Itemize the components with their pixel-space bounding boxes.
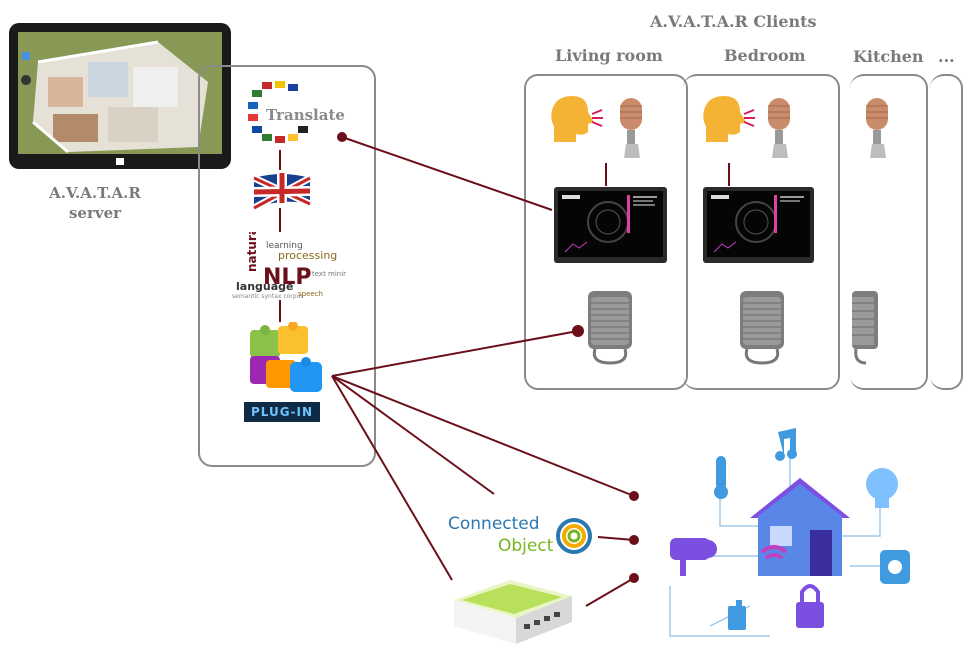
svg-text:language: language [236,280,294,293]
server-pipeline-panel [198,65,376,467]
plugin-label: PLUG-IN [244,402,320,422]
room-label-living-room: Living room [555,46,663,65]
microphone-icon-kitchen [858,94,898,160]
clients-title: A.V.A.T.A.R Clients [650,12,817,31]
connected-object-line2: Object [498,536,554,556]
room-label-bedroom: Bedroom [724,46,806,65]
monitor-icon-bedroom [702,186,815,264]
server-label-line2: server [68,204,122,222]
microphone-icon-bedroom [760,94,800,160]
speaker-icon-bedroom [737,289,787,367]
uk-flag-icon [252,170,312,212]
router-box-icon [448,570,576,650]
svg-text:text mining: text mining [312,270,346,278]
speaker-icon [585,289,635,367]
connected-object-logo: Connected Object [448,514,598,560]
smart-home-icon [650,426,950,662]
svg-text:speech: speech [298,290,323,298]
server-tablet-icon [8,22,232,170]
svg-text:learning: learning [266,241,303,251]
room-label-more: ... [938,47,955,66]
translate-label: Translate [266,106,345,124]
room-label-kitchen: Kitchen [853,47,924,66]
svg-text:natural: natural [245,232,259,272]
head-speaking-icon-bedroom [700,92,756,148]
monitor-icon [553,186,668,264]
microphone-icon [612,94,652,160]
head-speaking-icon [548,92,604,148]
server-label: A.V.A.T.A.R server [40,183,150,223]
word-cloud-icon: learning processing NLP language natural… [228,223,352,300]
plugin-blocks-icon [244,321,334,402]
svg-text:NLP: NLP [263,265,312,290]
speaker-icon-kitchen [852,289,878,367]
connected-object-logo-icon [556,518,592,554]
connected-object-line1: Connected [448,514,540,534]
room-panel-bedroom [683,74,840,390]
svg-text:semantic syntax corpus: semantic syntax corpus [232,293,304,300]
room-panel-more [930,74,963,390]
room-panel-living-room [524,74,688,390]
svg-text:processing: processing [278,249,337,262]
server-label-line1: A.V.A.T.A.R [49,184,141,202]
flags-icon [240,78,310,148]
room-panel-kitchen [850,74,928,390]
